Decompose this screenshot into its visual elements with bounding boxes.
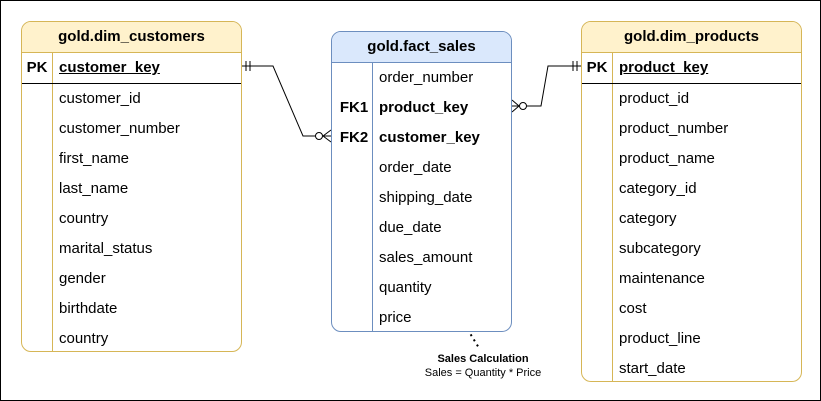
zero-mark [315,132,323,140]
table-dim-products[interactable]: gold.dim_products PK product_key product… [581,21,802,382]
table-row: category_id [582,174,801,204]
table-row: quantity [332,273,511,303]
relationship-customers-sales [242,61,332,143]
crowfoot-mark [322,129,332,137]
column-divider [52,52,53,351]
table-row: country [22,204,241,234]
table-row: shipping_date [332,183,511,213]
table-row: category [582,204,801,234]
field-name: product_key [379,99,469,116]
table-row: gender [22,264,241,294]
field-name: product_id [619,90,690,107]
table-row: order_number [332,63,511,93]
primary-key-badge: PK [26,59,48,76]
primary-key-badge: PK [586,59,608,76]
note-title: Sales Calculation [437,353,529,365]
note-formula: Sales = Quantity * Price [424,367,542,379]
crowfoot-mark [322,135,332,143]
table-row: price [332,303,511,331]
field-name: category_id [619,180,697,197]
field-name: birthdate [59,300,118,317]
table-row: maintenance [582,264,801,294]
field-name: order_number [379,69,474,86]
table-row: product_id [582,84,801,114]
field-name: country [59,330,109,347]
field-name: subcategory [619,240,701,257]
table-title: gold.fact_sales [332,32,511,63]
table-row: PK product_key [582,53,801,84]
table-title: gold.dim_products [582,22,801,53]
field-name: quantity [379,279,432,296]
field-name: customer_id [59,90,141,107]
foreign-key-badge: FK1 [339,99,369,116]
field-name: start_date [619,360,686,377]
field-name: country [59,210,109,227]
table-row: customer_number [22,114,241,144]
column-divider [612,52,613,381]
field-name: marital_status [59,240,153,257]
field-name: last_name [59,180,129,197]
foreign-key-badge: FK2 [339,129,369,146]
field-name: customer_key [59,59,160,76]
crowfoot-mark [511,99,520,107]
table-row: order_date [332,153,511,183]
table-row: subcategory [582,234,801,264]
field-name: product_line [619,330,701,347]
relationship-products-sales [511,61,581,113]
table-row: sales_amount [332,243,511,273]
table-row: due_date [332,213,511,243]
field-name: maintenance [619,270,705,287]
table-row: PK customer_key [22,53,241,84]
field-name: customer_key [379,129,480,146]
field-name: sales_amount [379,249,473,266]
field-name: category [619,210,677,227]
field-name: shipping_date [379,189,473,206]
table-row: FK1 product_key [332,93,511,123]
field-name: product_name [619,150,715,167]
field-name: price [379,309,412,326]
table-row: product_name [582,144,801,174]
field-name: product_key [619,59,709,76]
table-row: birthdate [22,294,241,324]
table-row: marital_status [22,234,241,264]
field-name: customer_number [59,120,180,137]
zero-mark [519,102,527,110]
sales-calculation-note: Sales Calculation Sales = Quantity * Pri… [403,352,563,380]
table-row: FK2 customer_key [332,123,511,153]
field-name: due_date [379,219,442,236]
table-row: country [22,324,241,351]
table-row: first_name [22,144,241,174]
field-name: gender [59,270,106,287]
table-row: customer_id [22,84,241,114]
table-row: start_date [582,354,801,381]
table-title: gold.dim_customers [22,22,241,53]
field-name: order_date [379,159,452,176]
table-row: last_name [22,174,241,204]
table-row: cost [582,294,801,324]
field-name: first_name [59,150,130,167]
field-name: product_number [619,120,729,137]
table-row: product_line [582,324,801,354]
field-name: cost [619,300,647,317]
table-fact-sales[interactable]: gold.fact_sales order_number FK1 product… [331,31,512,332]
table-dim-customers[interactable]: gold.dim_customers PK customer_key custo… [21,21,242,352]
column-divider [372,62,373,331]
table-row: product_number [582,114,801,144]
crowfoot-mark [511,105,520,113]
